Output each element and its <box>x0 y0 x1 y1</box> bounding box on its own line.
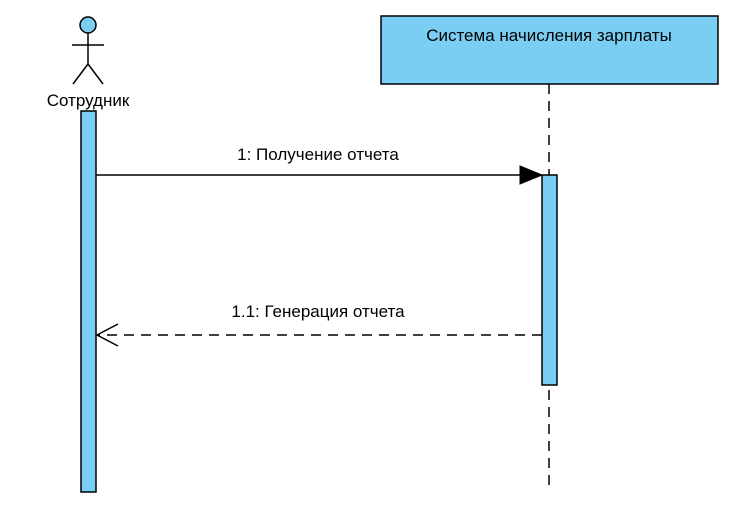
system-name: Система начисления зарплаты <box>426 26 672 45</box>
actor-right-leg <box>87 63 104 85</box>
actor-activation-bar[interactable] <box>80 110 97 493</box>
system-activation-bar[interactable] <box>541 174 558 386</box>
actor-left-leg <box>72 63 89 85</box>
message-request-label: 1: Получение отчета <box>237 145 399 164</box>
message-request[interactable] <box>96 165 544 185</box>
filled-arrowhead-icon <box>519 165 544 185</box>
actor-stick-figure-icon[interactable] <box>72 16 104 85</box>
open-arrowhead-icon <box>95 323 119 347</box>
message-return[interactable] <box>95 323 542 347</box>
actor-head <box>79 16 97 34</box>
system-lifeline-head[interactable] <box>380 15 719 85</box>
actor-name: Сотрудник <box>47 91 130 110</box>
message-return-label: 1.1: Генерация отчета <box>231 302 405 321</box>
